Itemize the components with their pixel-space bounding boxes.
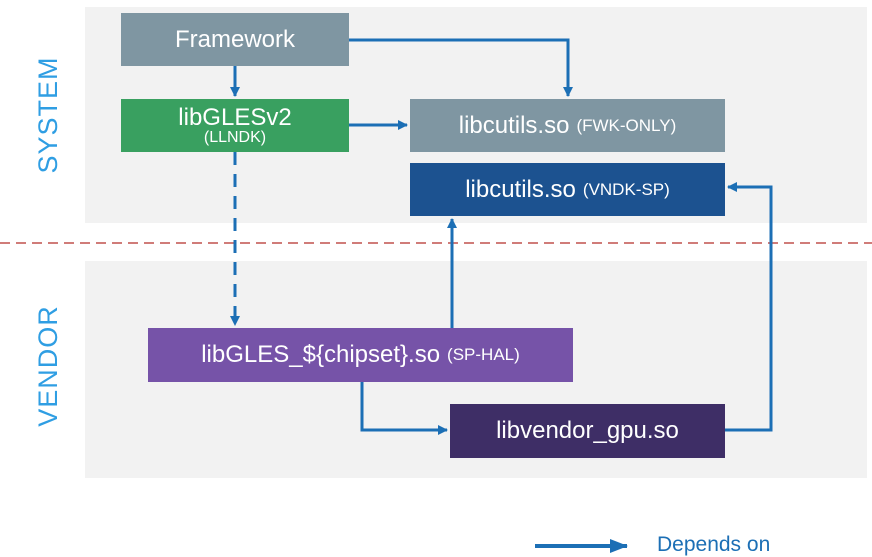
arrow-chipset-to-vendorgpu <box>360 382 448 435</box>
libcutils-vndk-sp-label: libcutils.so <box>465 175 576 203</box>
libcutils-vndk-sp-box: libcutils.so (VNDK-SP) <box>410 163 725 216</box>
libcutils-fwk-only-box: libcutils.so (FWK-ONLY) <box>410 99 725 152</box>
libgles-chipset-label: libGLES_${chipset}.so <box>201 341 441 368</box>
arrow-framework-to-libcutils-fwk <box>349 38 573 97</box>
libcutils-fwk-only-tag: (FWK-ONLY) <box>576 115 677 135</box>
libgles-chipset-box: libGLES_${chipset}.so (SP-HAL) <box>148 328 573 382</box>
libgles-chipset-tag: (SP-HAL) <box>447 345 520 364</box>
arrow-vendorgpu-to-libcutils-vndk <box>725 182 773 432</box>
libcutils-fwk-only-label: libcutils.so <box>458 111 570 139</box>
libvendor-gpu-label: libvendor_gpu.so <box>496 417 679 444</box>
framework-box: Framework <box>121 13 349 66</box>
libglesv2-label: libGLESv2 <box>178 103 292 131</box>
framework-label: Framework <box>174 25 295 53</box>
libglesv2-box: libGLESv2 (LLNDK) <box>121 99 349 152</box>
libvendor-gpu-box: libvendor_gpu.so <box>450 404 725 458</box>
legend-depends-on-label: Depends on <box>657 533 771 556</box>
libcutils-vndk-sp-tag: (VNDK-SP) <box>582 179 670 199</box>
libglesv2-tag: (LLNDK) <box>203 128 267 146</box>
